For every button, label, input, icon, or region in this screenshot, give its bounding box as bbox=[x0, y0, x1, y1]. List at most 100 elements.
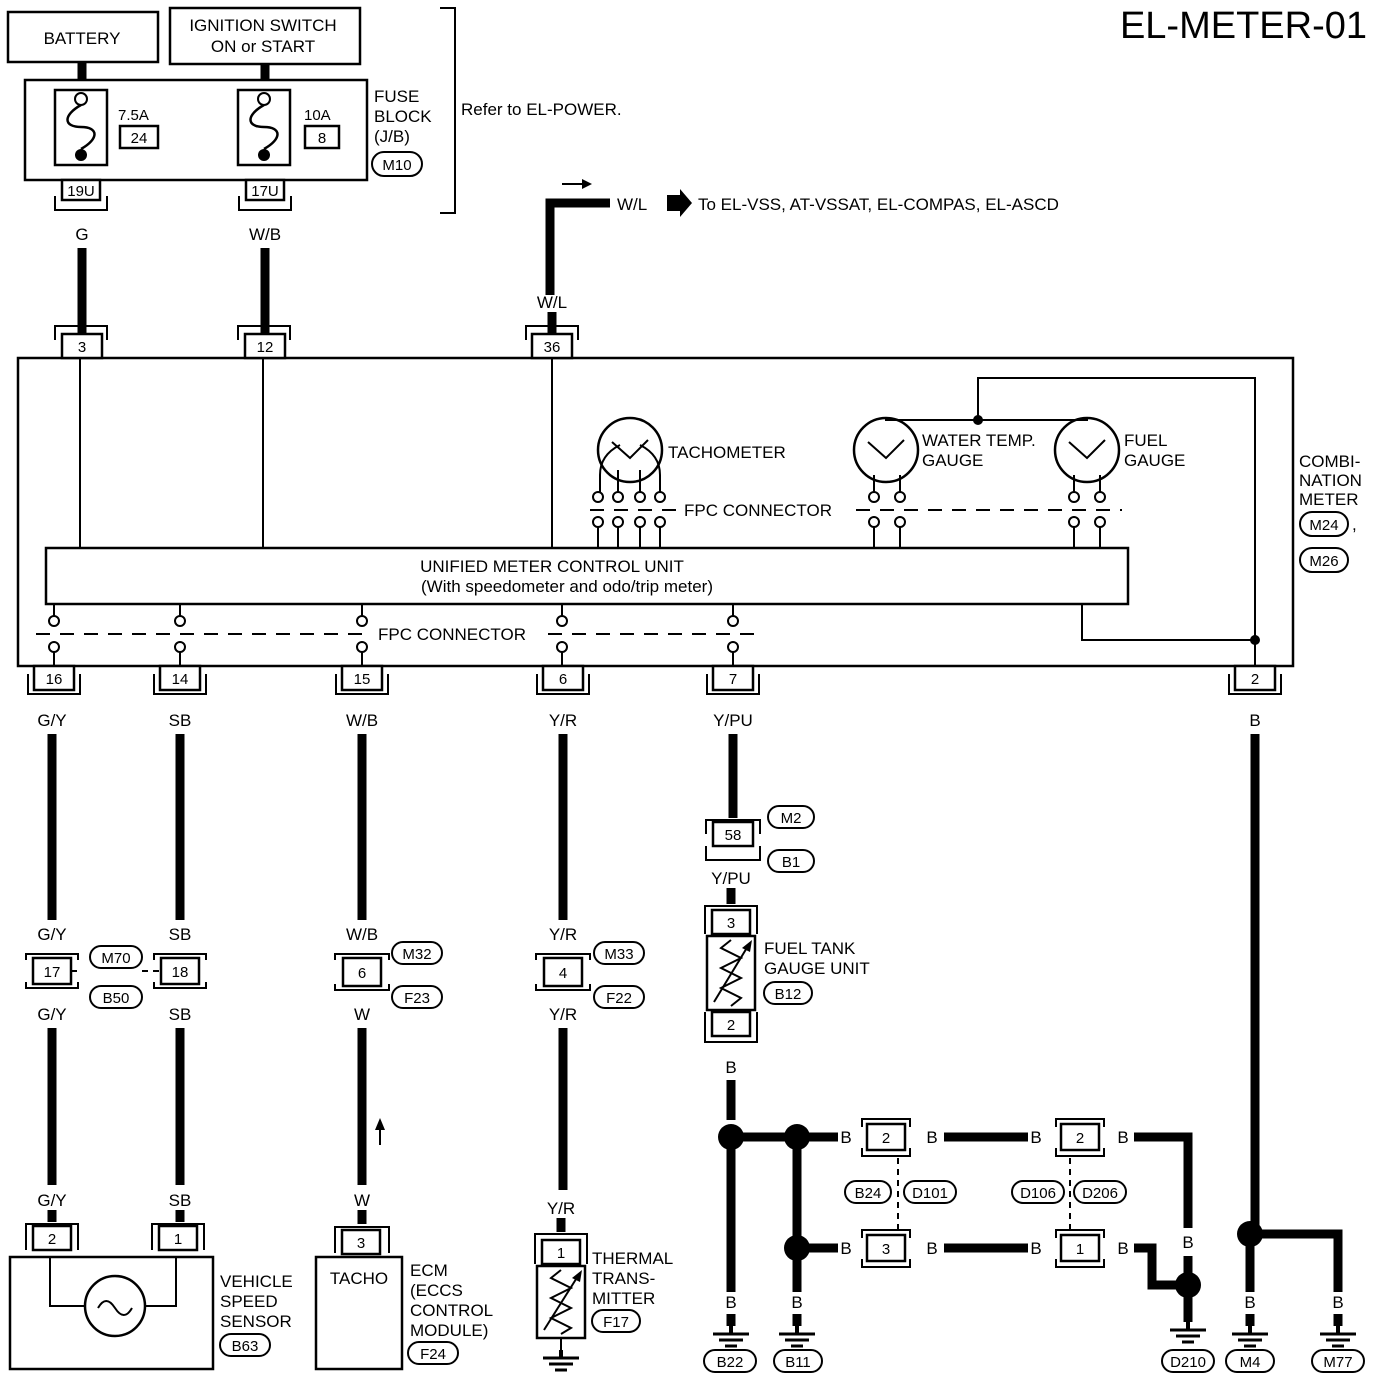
wire-color-b-5: B bbox=[926, 1239, 937, 1258]
connector-f22: F22 bbox=[606, 990, 632, 1007]
meter-pin-36: 36 bbox=[544, 339, 561, 356]
ground-d210: D210 bbox=[1170, 1354, 1206, 1371]
vss-pin-2: 2 bbox=[48, 1231, 56, 1248]
water-temp-label-2: GAUGE bbox=[922, 451, 983, 470]
connector-pin-58: 58 bbox=[725, 827, 742, 844]
wire-color-yr-3: Y/R bbox=[549, 1005, 577, 1024]
fuse-1-number: 24 bbox=[131, 130, 148, 147]
ecm-label-3: CONTROL bbox=[410, 1301, 493, 1320]
connector-m2: M2 bbox=[781, 810, 802, 827]
wire-color-wb-3: W/B bbox=[346, 925, 378, 944]
connector-m70: M70 bbox=[101, 950, 130, 967]
wire-color-b-3: B bbox=[840, 1239, 851, 1258]
lower-fpc-connector: FPC CONNECTOR bbox=[36, 604, 755, 666]
wire-color-w-2: W bbox=[354, 1191, 370, 1210]
ground-connector-d106: D106 bbox=[1020, 1185, 1056, 1202]
meter-pin-12: 12 bbox=[257, 339, 274, 356]
water-temp-gauge bbox=[852, 416, 920, 484]
ground-pin-2b: 2 bbox=[1076, 1130, 1084, 1147]
ecm-connector: F24 bbox=[420, 1346, 446, 1363]
wire-color-b-10: B bbox=[1182, 1233, 1193, 1252]
meter-pin-16: 16 bbox=[46, 671, 63, 688]
ecm-box-label: TACHO bbox=[330, 1269, 388, 1288]
vss-label-1: VEHICLE bbox=[220, 1272, 293, 1291]
wire-color-b-4: B bbox=[926, 1128, 937, 1147]
connector-m32: M32 bbox=[402, 946, 431, 963]
wire-color-yr-4: Y/R bbox=[547, 1199, 575, 1218]
ground-b11: B11 bbox=[785, 1354, 811, 1371]
fuse-2-terminal: 17U bbox=[251, 183, 279, 200]
vss-connector: B63 bbox=[232, 1338, 259, 1355]
ecm-pin-3: 3 bbox=[357, 1235, 365, 1252]
fuse-block-label-1: FUSE bbox=[374, 87, 419, 106]
lower-fpc-label: FPC CONNECTOR bbox=[378, 625, 526, 644]
wire-color-b-13: B bbox=[1249, 711, 1260, 730]
meter-pin-14: 14 bbox=[172, 671, 189, 688]
fuse-block-connector: M10 bbox=[382, 157, 411, 174]
thermal-label-1: THERMAL bbox=[592, 1249, 673, 1268]
ground-pin-3: 3 bbox=[882, 1241, 890, 1258]
thermal-label-2: TRANS- bbox=[592, 1269, 655, 1288]
wire-color-sb-3: SB bbox=[169, 1005, 192, 1024]
wire-color-b-9: B bbox=[1117, 1239, 1128, 1258]
vss-label-3: SENSOR bbox=[220, 1312, 292, 1331]
vss-pin-1: 1 bbox=[174, 1231, 182, 1248]
wire-color-b-11: B bbox=[725, 1293, 736, 1312]
wire-color-w-1: W bbox=[354, 1005, 370, 1024]
wire-color-sb-2: SB bbox=[169, 925, 192, 944]
fuel-tank-label-1: FUEL TANK bbox=[764, 939, 856, 958]
fuel-tank-label-2: GAUGE UNIT bbox=[764, 959, 870, 978]
fuel-tank-connector: B12 bbox=[775, 986, 802, 1003]
wire-color-b-15: B bbox=[1332, 1293, 1343, 1312]
thermal-pin-1: 1 bbox=[557, 1245, 565, 1262]
wire-color-b-8: B bbox=[1117, 1128, 1128, 1147]
wire-color-wb-top: W/B bbox=[249, 225, 281, 244]
diagram-title: EL-METER-01 bbox=[1120, 5, 1367, 47]
meter-label-2: NATION bbox=[1299, 471, 1362, 490]
ecm-label-2: (ECCS bbox=[410, 1281, 463, 1300]
meter-connector-m26: M26 bbox=[1309, 553, 1338, 570]
meter-pin-3: 3 bbox=[78, 339, 86, 356]
wire-color-b-2: B bbox=[840, 1128, 851, 1147]
wire-color-gy-2: G/Y bbox=[37, 925, 66, 944]
connector-f23: F23 bbox=[404, 990, 430, 1007]
connector-pin-17: 17 bbox=[44, 964, 61, 981]
control-unit-label-1: UNIFIED METER CONTROL UNIT bbox=[420, 557, 684, 576]
ecm-label-4: MODULE) bbox=[410, 1321, 488, 1340]
wire-color-gy-1: G/Y bbox=[37, 711, 66, 730]
wire-color-gy-3: G/Y bbox=[37, 1005, 66, 1024]
ground-m4: M4 bbox=[1240, 1354, 1261, 1371]
wire-color-sb-1: SB bbox=[169, 711, 192, 730]
wire-color-sb-4: SB bbox=[169, 1191, 192, 1210]
meter-pin-15: 15 bbox=[354, 671, 371, 688]
wire-color-ypu-1: Y/PU bbox=[713, 711, 753, 730]
fuel-tank-pin-2: 2 bbox=[727, 1017, 735, 1034]
wire-color-b-7: B bbox=[1030, 1239, 1041, 1258]
thermal-connector: F17 bbox=[603, 1314, 629, 1331]
fuse-1-rating: 7.5A bbox=[118, 107, 149, 124]
tachometer-gauge bbox=[596, 416, 664, 484]
battery-label: BATTERY bbox=[44, 29, 121, 48]
thermal-label-3: MITTER bbox=[592, 1289, 655, 1308]
fuse-2-number: 8 bbox=[318, 130, 326, 147]
wire-color-b-14: B bbox=[1244, 1293, 1255, 1312]
wire-color-gy-4: G/Y bbox=[37, 1191, 66, 1210]
ground-m77: M77 bbox=[1323, 1354, 1352, 1371]
wire-color-b-1: B bbox=[725, 1058, 736, 1077]
meter-pin-7: 7 bbox=[729, 671, 737, 688]
vss-note: To EL-VSS, AT-VSSAT, EL-COMPAS, EL-ASCD bbox=[698, 195, 1059, 214]
meter-label-3: METER bbox=[1299, 490, 1359, 509]
connector-m33: M33 bbox=[604, 946, 633, 963]
ecm-box bbox=[314, 1255, 404, 1371]
wire-color-wl: W/L bbox=[537, 293, 567, 312]
refer-note: Refer to EL-POWER. bbox=[461, 100, 622, 119]
wire-color-ypu-2: Y/PU bbox=[711, 869, 751, 888]
ground-connector-d206: D206 bbox=[1082, 1185, 1118, 1202]
ground-pin-2a: 2 bbox=[882, 1130, 890, 1147]
meter-pin-2: 2 bbox=[1251, 671, 1259, 688]
fuse-block-label-3: (J/B) bbox=[374, 127, 410, 146]
svg-text:,: , bbox=[1352, 515, 1357, 534]
vss-label-2: SPEED bbox=[220, 1292, 278, 1311]
wire-color-b-6: B bbox=[1030, 1128, 1041, 1147]
